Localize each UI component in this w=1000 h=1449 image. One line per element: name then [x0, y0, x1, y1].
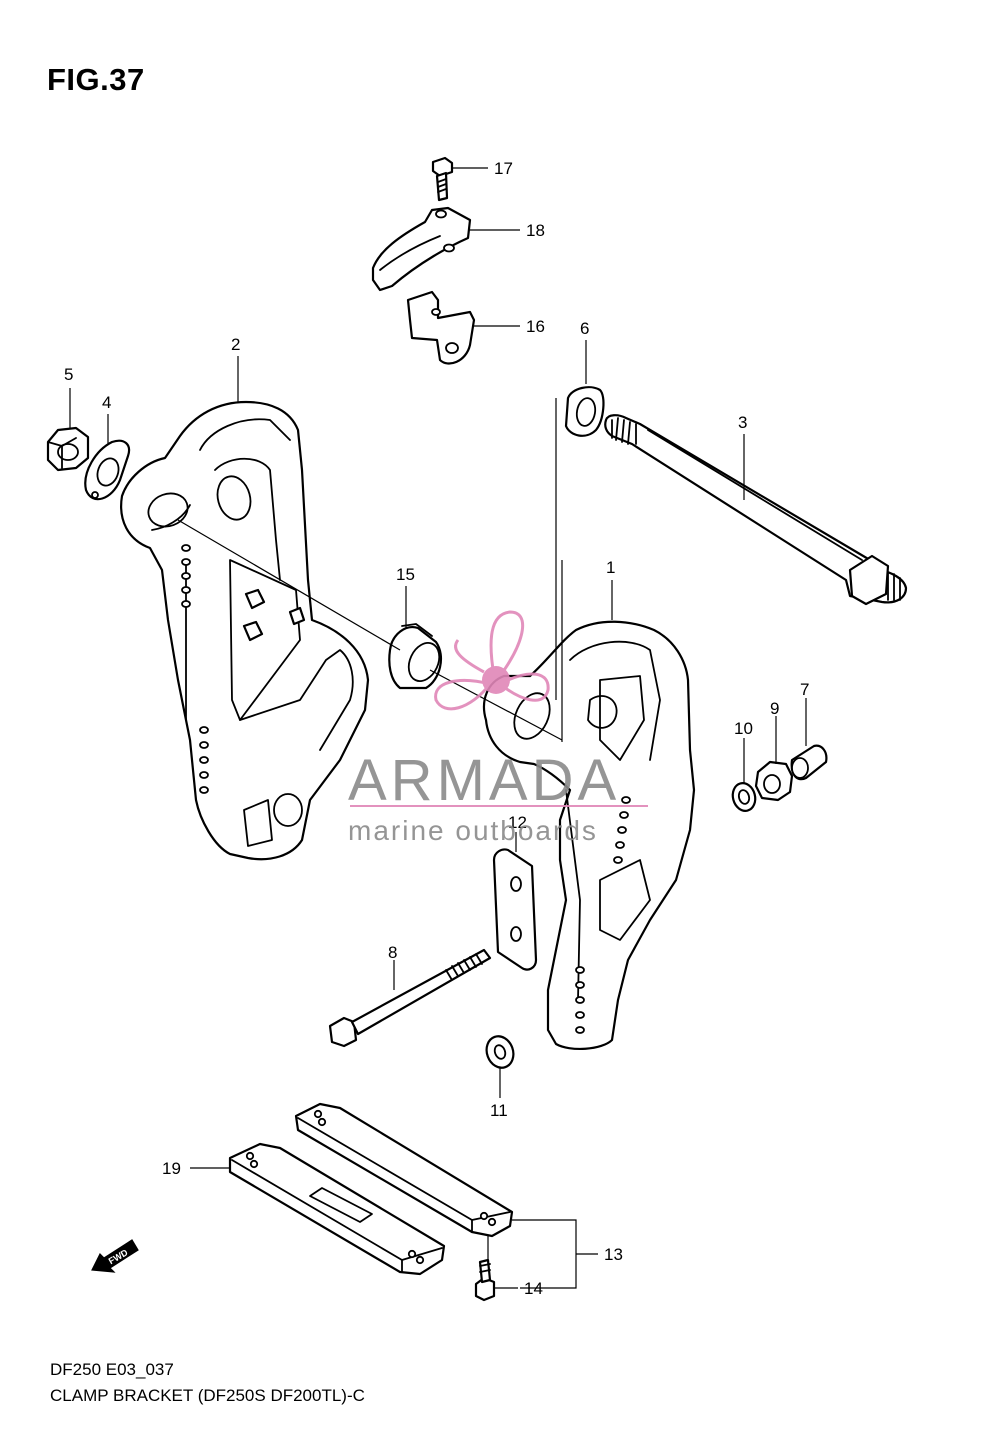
part-1-clamp-bracket-right[interactable] [482, 620, 696, 1050]
callout-10: 10 [734, 719, 753, 738]
callout-12: 12 [508, 813, 527, 832]
part-14-bolt[interactable] [474, 1258, 496, 1302]
figure-code: DF250 E03_037 [50, 1360, 174, 1379]
part-6-washer[interactable] [564, 386, 605, 437]
part-18-cover[interactable] [371, 206, 472, 292]
callout-17: 17 [494, 159, 513, 178]
callout-9: 9 [770, 699, 779, 718]
callout-3: 3 [738, 413, 747, 432]
figure-title: FIG.37 [47, 62, 145, 97]
callout-18: 18 [526, 221, 545, 240]
part-11-washer[interactable] [482, 1033, 517, 1072]
callout-7: 7 [800, 680, 809, 699]
part-12-plate[interactable] [492, 848, 538, 971]
callout-15: 15 [396, 565, 415, 584]
part-16-bracket[interactable] [406, 290, 476, 365]
part-15-bushing[interactable] [388, 623, 445, 690]
callout-19: 19 [162, 1159, 181, 1178]
part-8-bolt[interactable] [328, 948, 492, 1048]
callout-16: 16 [526, 317, 545, 336]
watermark-brand: ARMADA [348, 748, 620, 813]
part-3-shaft[interactable] [604, 414, 908, 606]
fwd-arrow-icon: FWD [91, 1239, 139, 1273]
callout-6: 6 [580, 319, 589, 338]
part-19-pad[interactable] [228, 1142, 446, 1276]
watermark-tagline: marine outboards [348, 815, 598, 846]
callouts: 17 18 16 5 4 2 6 3 1 15 7 9 10 12 8 11 1 [64, 159, 809, 1298]
part-7-collar[interactable] [790, 744, 828, 781]
callout-4: 4 [102, 393, 111, 412]
part-17-bolt[interactable] [431, 156, 454, 202]
armada-watermark: ARMADA marine outboards [348, 610, 648, 846]
callout-2: 2 [231, 335, 240, 354]
part-9-nut[interactable] [754, 760, 794, 802]
propeller-logo-icon [434, 610, 550, 711]
part-2-clamp-bracket-left[interactable] [120, 400, 370, 861]
callout-8: 8 [388, 943, 397, 962]
callout-14: 14 [524, 1279, 543, 1298]
callout-1: 1 [606, 558, 615, 577]
figure-caption: CLAMP BRACKET (DF250S DF200TL)-C [50, 1386, 365, 1405]
part-4-washer[interactable] [84, 439, 131, 501]
callout-11: 11 [490, 1101, 508, 1120]
part-5-nut[interactable] [46, 426, 90, 472]
callout-5: 5 [64, 365, 73, 384]
callout-13: 13 [604, 1245, 623, 1264]
part-13-pad[interactable] [294, 1102, 514, 1238]
part-10-washer[interactable] [730, 781, 758, 814]
